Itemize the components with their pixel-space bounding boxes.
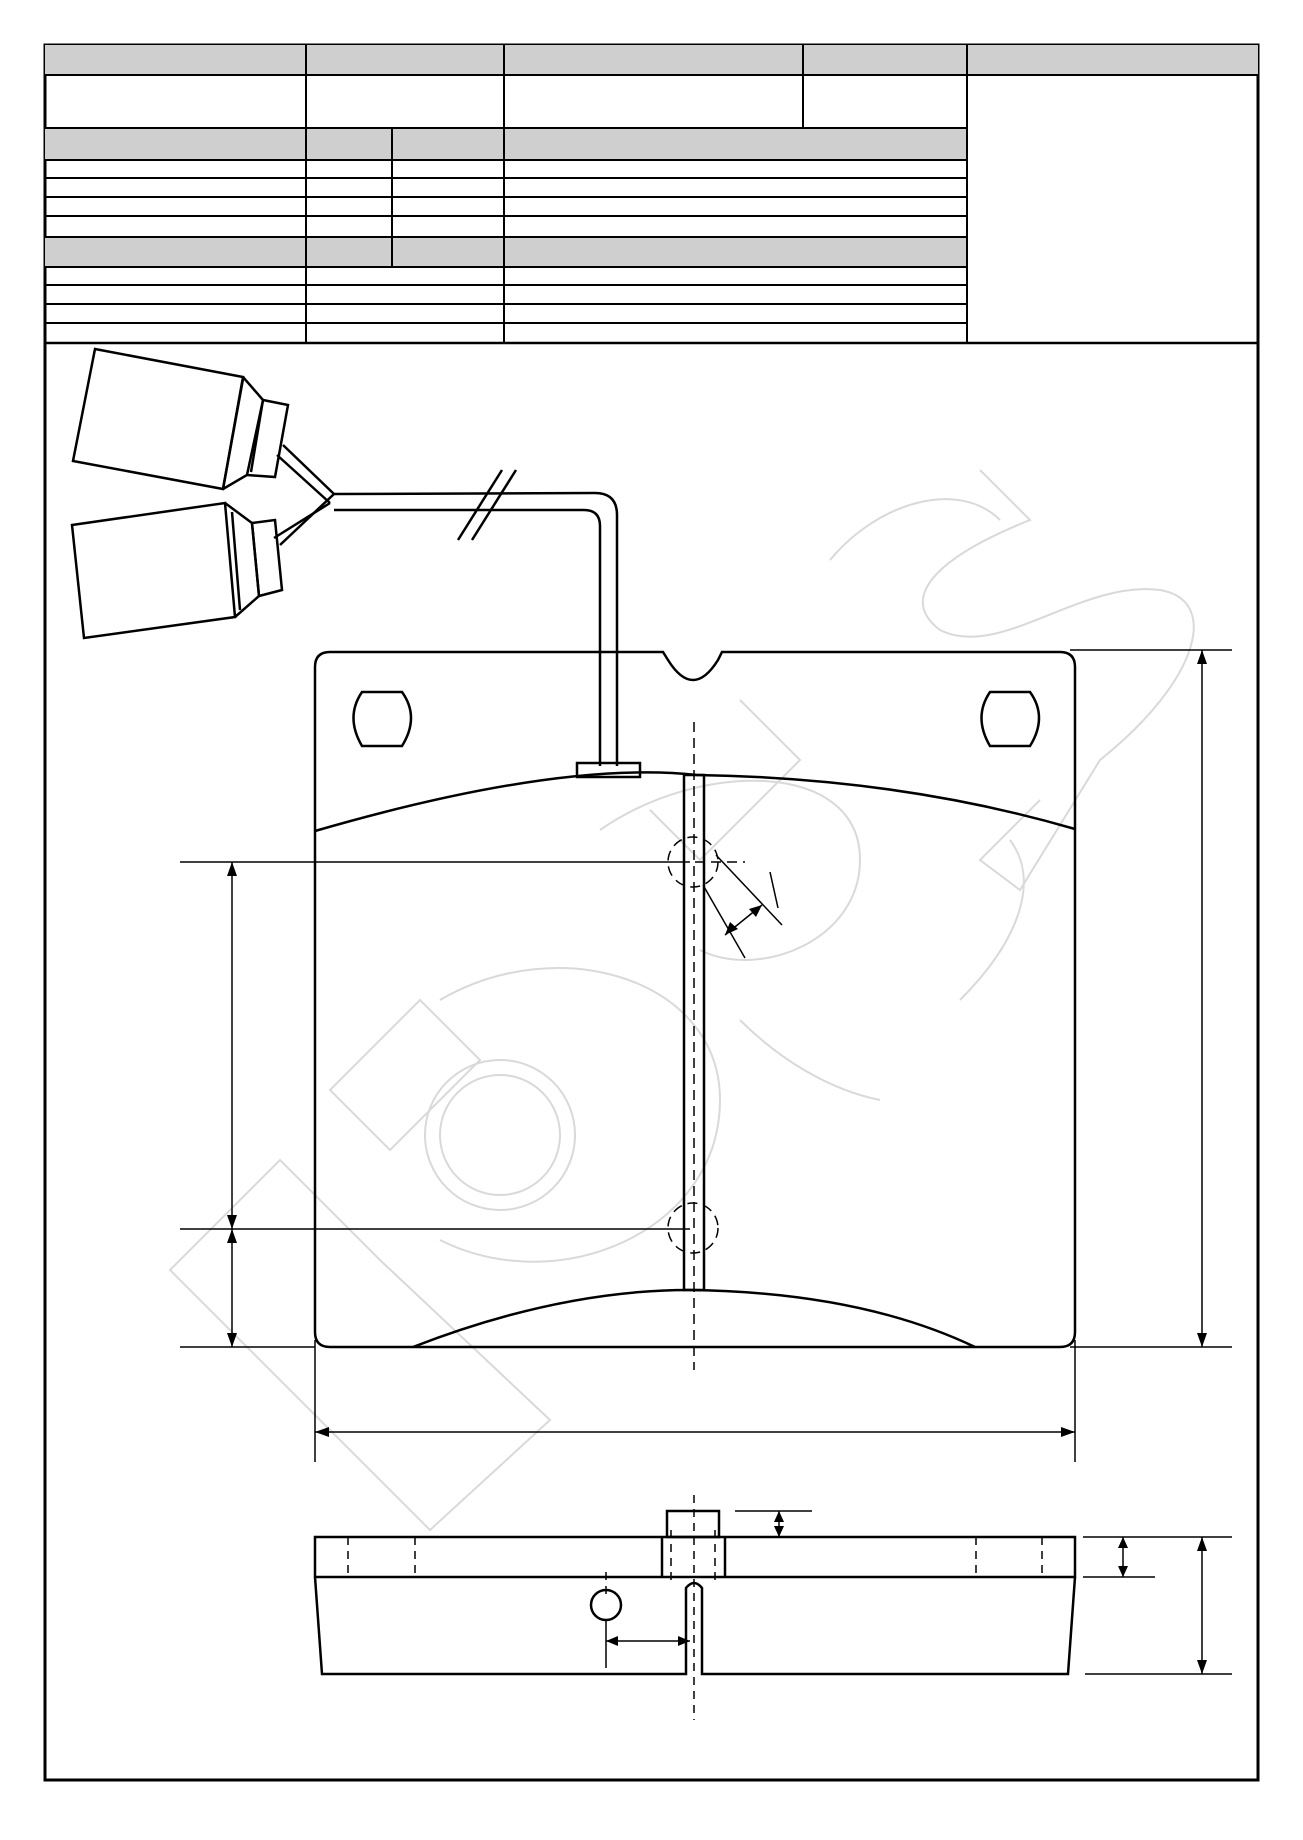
side-view-hole	[589, 1588, 623, 1622]
side-backing-plate	[313, 1535, 1077, 1579]
connector-plug-lower	[70, 501, 237, 640]
front-view-arrowheads	[227, 650, 1207, 1437]
side-view-hidden-lines	[347, 1495, 1043, 1720]
title-block	[45, 45, 1258, 345]
friction-edge-top	[314, 771, 1076, 833]
wear-sensor-cable	[70, 347, 642, 779]
section-a-header-row	[45, 128, 967, 160]
section-b-header-row	[45, 237, 967, 267]
side-friction-block-left	[313, 1576, 1077, 1676]
watermark-logo	[168, 469, 1195, 1532]
front-view-dimensions	[180, 649, 1232, 1462]
title-header-row	[45, 45, 1258, 75]
side-pin	[665, 1509, 721, 1539]
backing-plate-outline	[313, 650, 1077, 1349]
front-view-hidden-lines	[667, 722, 745, 1370]
side-view-arrowheads	[606, 1511, 1207, 1674]
mounting-hole-right	[980, 690, 1041, 748]
side-view-dimensions	[605, 1510, 1232, 1675]
mounting-hole-left	[352, 690, 413, 748]
brake-pad-side-view	[313, 1509, 1077, 1676]
connector-plug-upper	[71, 347, 245, 491]
